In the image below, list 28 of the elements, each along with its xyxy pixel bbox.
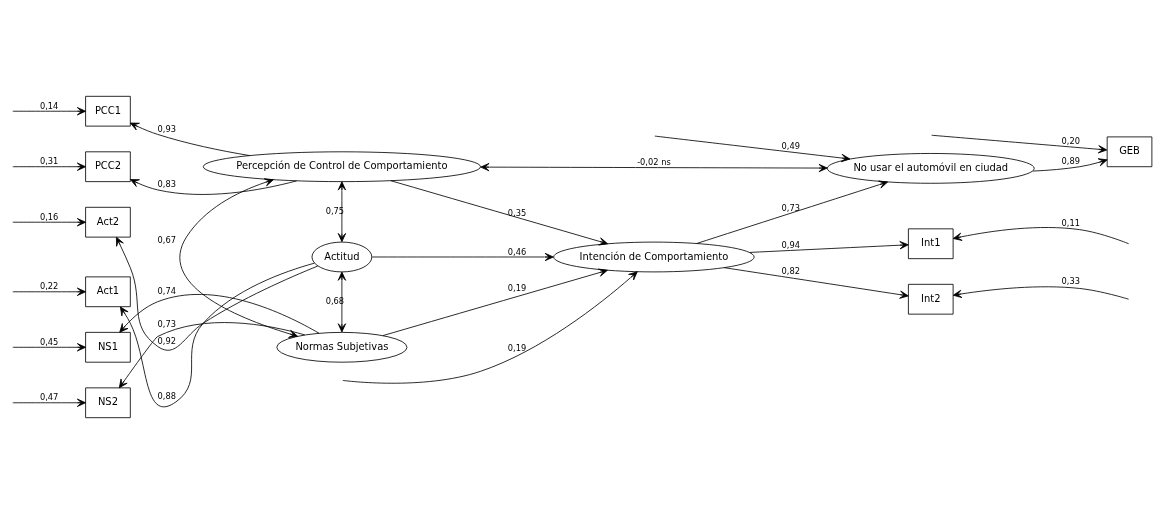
- edge-label: 0,22: [39, 281, 59, 292]
- edge-label: 0,11: [1061, 218, 1080, 229]
- edge-label: 0,33: [1061, 276, 1080, 287]
- edge-label: 0,31: [39, 156, 59, 167]
- edge-label: 0,68: [325, 296, 345, 307]
- edge-label: -0,02 ns: [637, 157, 671, 168]
- edge-label: 0,14: [39, 100, 59, 111]
- edge-label: 0,67: [157, 235, 176, 246]
- edge-label: 0,35: [507, 207, 527, 218]
- edge-label: 0,89: [1061, 156, 1080, 167]
- edge-label: 0,20: [1061, 136, 1080, 147]
- edge-label: 0,92: [157, 335, 176, 346]
- edge-label: 0,74: [157, 286, 176, 297]
- edge-label: 0,82: [781, 265, 801, 276]
- edge-label: 0,19: [507, 282, 527, 293]
- edge-label: 0,73: [781, 202, 801, 213]
- edge-label: 0,46: [507, 246, 527, 257]
- edge-label: 0,83: [157, 179, 176, 190]
- edge-label: 0,45: [39, 336, 59, 347]
- edge-label: 0,19: [507, 342, 527, 353]
- edge-label: 0,75: [325, 205, 345, 216]
- edge-label: 0,94: [781, 239, 801, 250]
- edge-label: 0,88: [157, 391, 176, 402]
- edge-label: 0,73: [157, 318, 176, 329]
- edge-label: 0,49: [781, 141, 801, 152]
- edge-label: 0,16: [39, 211, 59, 222]
- edge-label: 0,47: [39, 392, 59, 403]
- edge-label: 0,93: [157, 123, 176, 134]
